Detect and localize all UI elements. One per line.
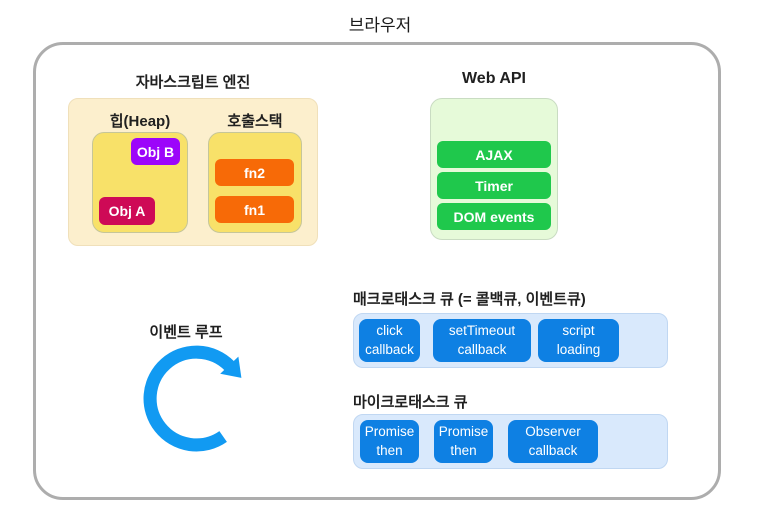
queue-item-line: Promise: [438, 424, 489, 440]
queue-item-line: callback: [365, 341, 414, 357]
queue-item-line: then: [376, 442, 403, 458]
call-stack-title: 호출스택: [227, 113, 283, 130]
web-api-item-dom-events: DOM events: [437, 203, 551, 230]
queue-item-line: script: [562, 323, 595, 339]
macrotask-queue-title: 매크로태스크 큐 (= 콜백큐, 이벤트큐): [353, 291, 586, 308]
js-engine-title: 자바스크립트 엔진: [135, 74, 251, 91]
stack-frame-fn2: fn2: [215, 159, 294, 186]
page-title: 브라우저: [348, 16, 412, 35]
queue-item-line: click: [376, 323, 403, 339]
web-api-item-ajax: AJAX: [437, 141, 551, 168]
queue-item-line: loading: [556, 341, 601, 357]
event-loop-title: 이벤트 루프: [149, 324, 223, 341]
microtask-item-promise-then-1: Promise then: [360, 420, 419, 463]
queue-item-line: then: [450, 442, 477, 458]
heap-object-b: Obj B: [131, 138, 180, 165]
microtask-queue-title: 마이크로태스크 큐: [353, 394, 468, 411]
queue-item-line: Promise: [364, 424, 415, 440]
queue-item-line: Observer: [525, 424, 581, 440]
microtask-item-promise-then-2: Promise then: [434, 420, 493, 463]
clockwise-loop-arrow-icon: [143, 345, 242, 452]
queue-item-line: callback: [528, 442, 578, 458]
stack-frame-fn1: fn1: [215, 196, 294, 223]
web-api-item-timer: Timer: [437, 172, 551, 199]
queue-item-line: callback: [457, 341, 507, 357]
microtask-item-observer-callback: Observer callback: [508, 420, 598, 463]
web-api-title: Web API: [461, 70, 526, 87]
queue-item-line: setTimeout: [448, 323, 516, 339]
heap-title: 힙(Heap): [109, 113, 171, 130]
macrotask-item-click-callback: click callback: [359, 319, 420, 362]
heap-object-a: Obj A: [99, 197, 155, 225]
macrotask-item-settimeout-callback: setTimeout callback: [433, 319, 531, 362]
macrotask-item-script-loading: script loading: [538, 319, 619, 362]
